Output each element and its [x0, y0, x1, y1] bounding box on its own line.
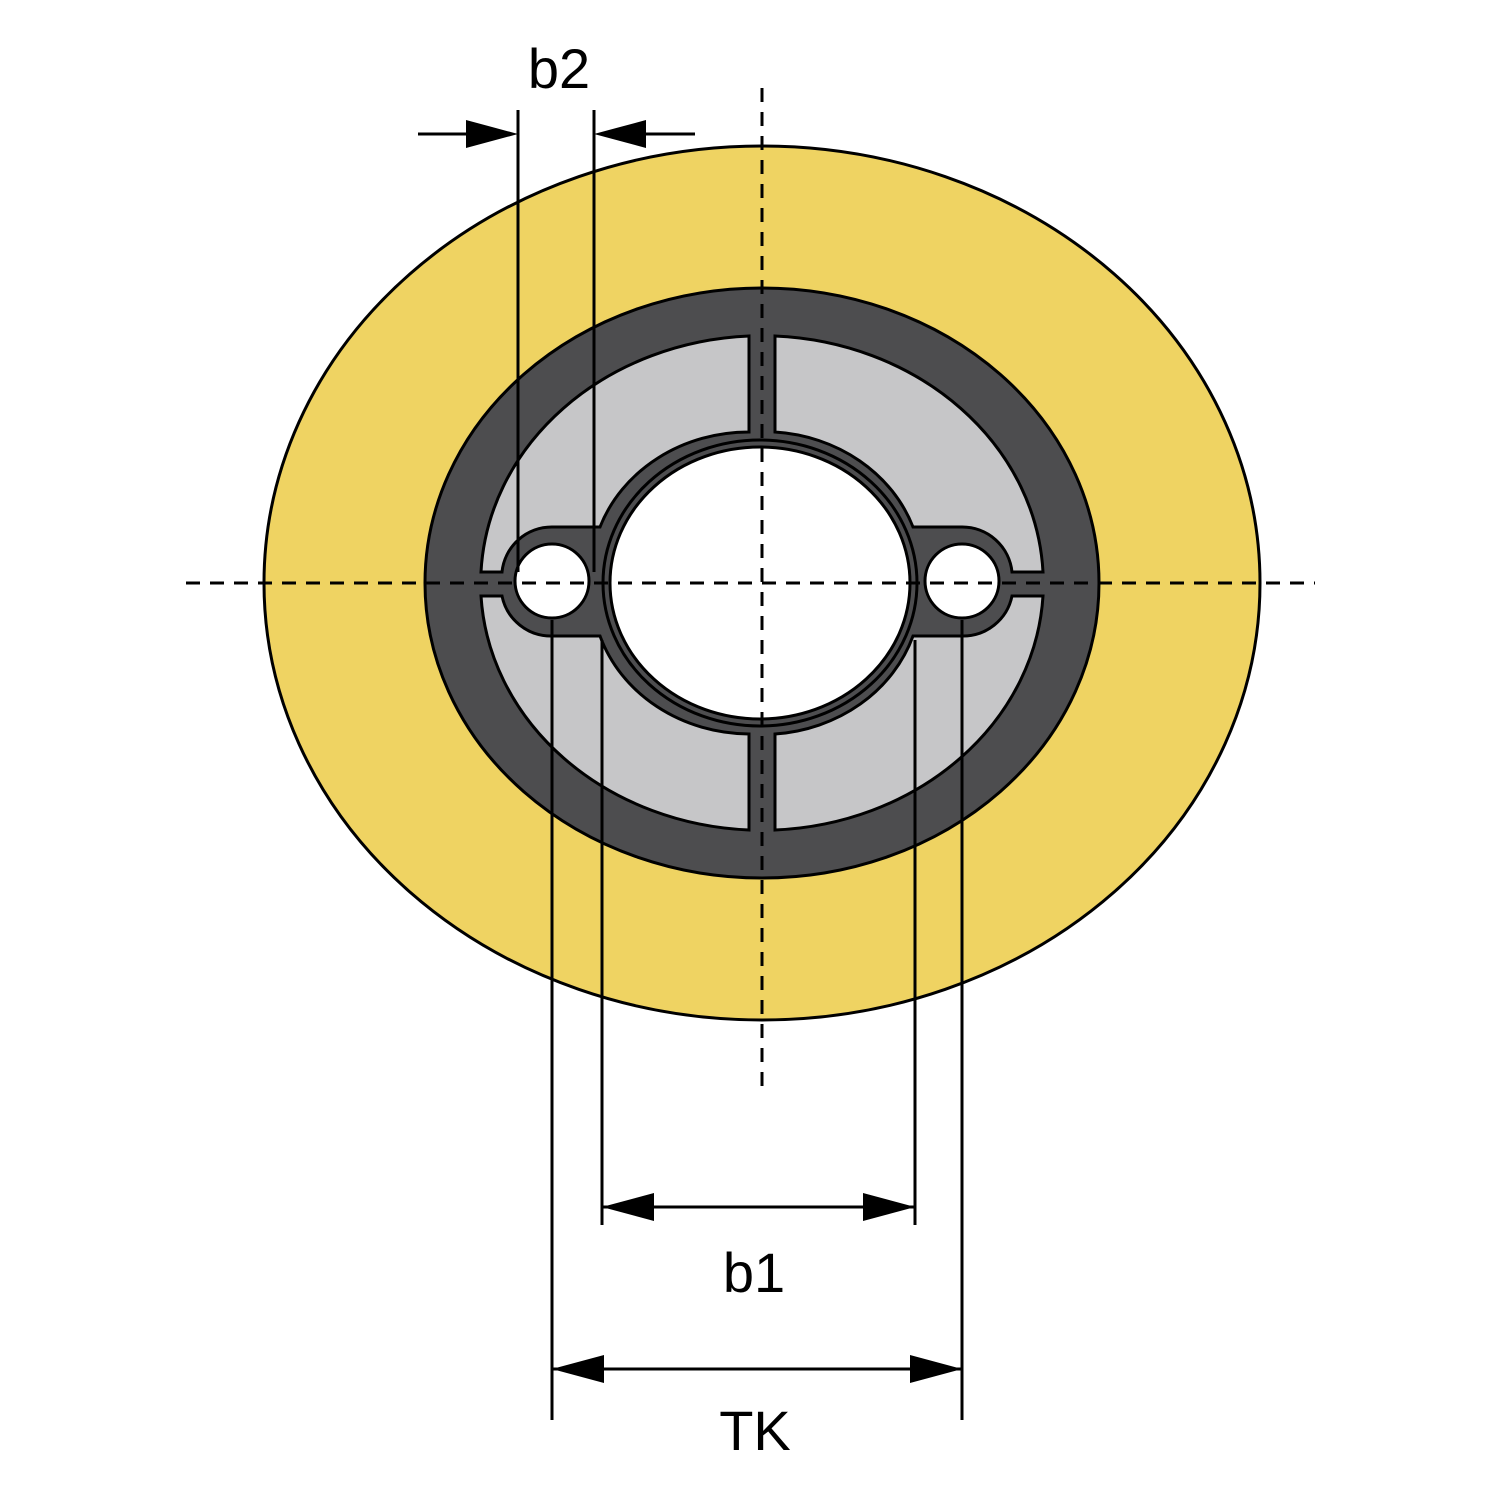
- tk-arrow-right: [910, 1355, 962, 1383]
- b2-label: b2: [528, 37, 590, 100]
- insert-segments: [479, 334, 1045, 832]
- b2-dimension: b2: [418, 37, 695, 148]
- b2-arrow-right: [594, 120, 646, 148]
- b1-label: b1: [723, 1241, 785, 1304]
- tk-label: TK: [719, 1399, 791, 1462]
- insert-segment-top-right: [773, 334, 1045, 574]
- b1-arrow-left: [602, 1193, 654, 1221]
- tk-dimension: TK: [552, 1355, 962, 1462]
- insert-segment-bottom-right: [773, 594, 1045, 832]
- b2-arrow-left: [466, 120, 518, 148]
- tk-arrow-left: [552, 1355, 604, 1383]
- insert-segment-bottom-left: [479, 594, 751, 832]
- center-lines: [186, 88, 1315, 1088]
- mounting-hole-right: [923, 542, 1001, 620]
- extension-lines: [516, 110, 964, 1420]
- b1-dimension: b1: [602, 1193, 915, 1304]
- b1-arrow-right: [863, 1193, 915, 1221]
- insert-segment-top-left: [479, 334, 751, 574]
- mounting-hole-left: [513, 542, 591, 620]
